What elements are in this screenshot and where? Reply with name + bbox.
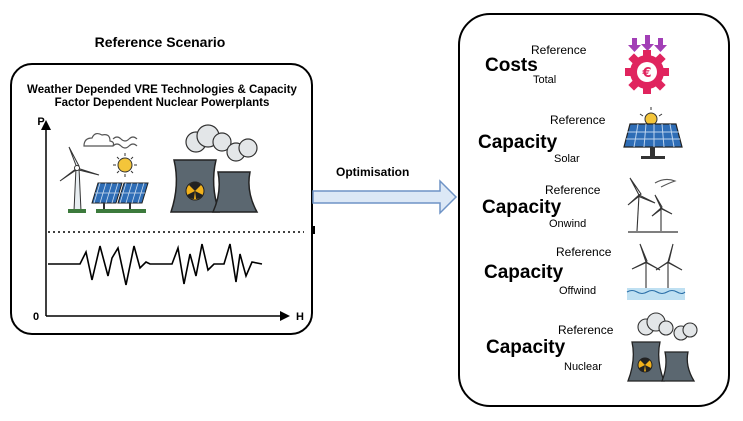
cloud-icon <box>83 132 115 147</box>
axis-y-label: P <box>37 116 44 128</box>
optimisation-arrow <box>312 179 458 215</box>
heading-line-2: Factor Dependent Nuclear Powerplants <box>54 97 270 109</box>
item-onwind-main: Capacity <box>482 197 562 218</box>
item-costs-sub: Total <box>533 74 557 86</box>
left-panel-heading: Weather Depended VRE Technologies & Capa… <box>14 84 310 110</box>
item-solar-reference: Reference <box>550 113 606 127</box>
heading-line-1: Weather Depended VRE Technologies & Capa… <box>27 84 297 96</box>
onshore-wind-icon <box>627 177 678 233</box>
power-signal-waveform <box>48 243 263 286</box>
sun-icon <box>113 153 137 177</box>
left-panel-title: Reference Scenario <box>94 34 226 50</box>
results-panel <box>458 13 730 407</box>
item-costs-main: Costs <box>485 55 538 76</box>
origin-label: 0 <box>33 311 39 323</box>
optimisation-label: Optimisation <box>336 165 410 179</box>
item-offwind-reference: Reference <box>556 245 612 259</box>
svg-text:€: € <box>641 66 651 81</box>
item-costs-reference: Reference <box>531 43 587 57</box>
axis-x-label: H <box>296 311 304 323</box>
item-offwind-main: Capacity <box>484 262 564 283</box>
item-nuclear-main: Capacity <box>486 337 566 358</box>
item-solar-main: Capacity <box>478 132 558 153</box>
item-onwind-reference: Reference <box>545 183 601 197</box>
nuclear-plant-icon-left <box>169 124 259 213</box>
item-onwind-sub: Onwind <box>549 218 587 230</box>
offshore-wind-icon <box>626 243 686 300</box>
item-solar-sub: Solar <box>554 153 580 165</box>
reference-scenario-box <box>10 63 313 335</box>
euro-gear-icon: € <box>625 35 669 94</box>
solar-panel-icon <box>623 107 683 159</box>
wind-wave-icon <box>112 136 138 142</box>
axes <box>41 120 290 321</box>
wind-turbine-icon <box>59 146 100 213</box>
solar-panels-icon <box>91 182 149 213</box>
nuclear-plant-icon <box>627 312 698 382</box>
tick-mark <box>312 226 315 234</box>
item-nuclear-sub: Nuclear <box>564 361 602 373</box>
item-offwind-sub: Offwind <box>559 285 597 297</box>
vre-technologies-icon <box>59 132 149 213</box>
item-nuclear-reference: Reference <box>558 323 614 337</box>
